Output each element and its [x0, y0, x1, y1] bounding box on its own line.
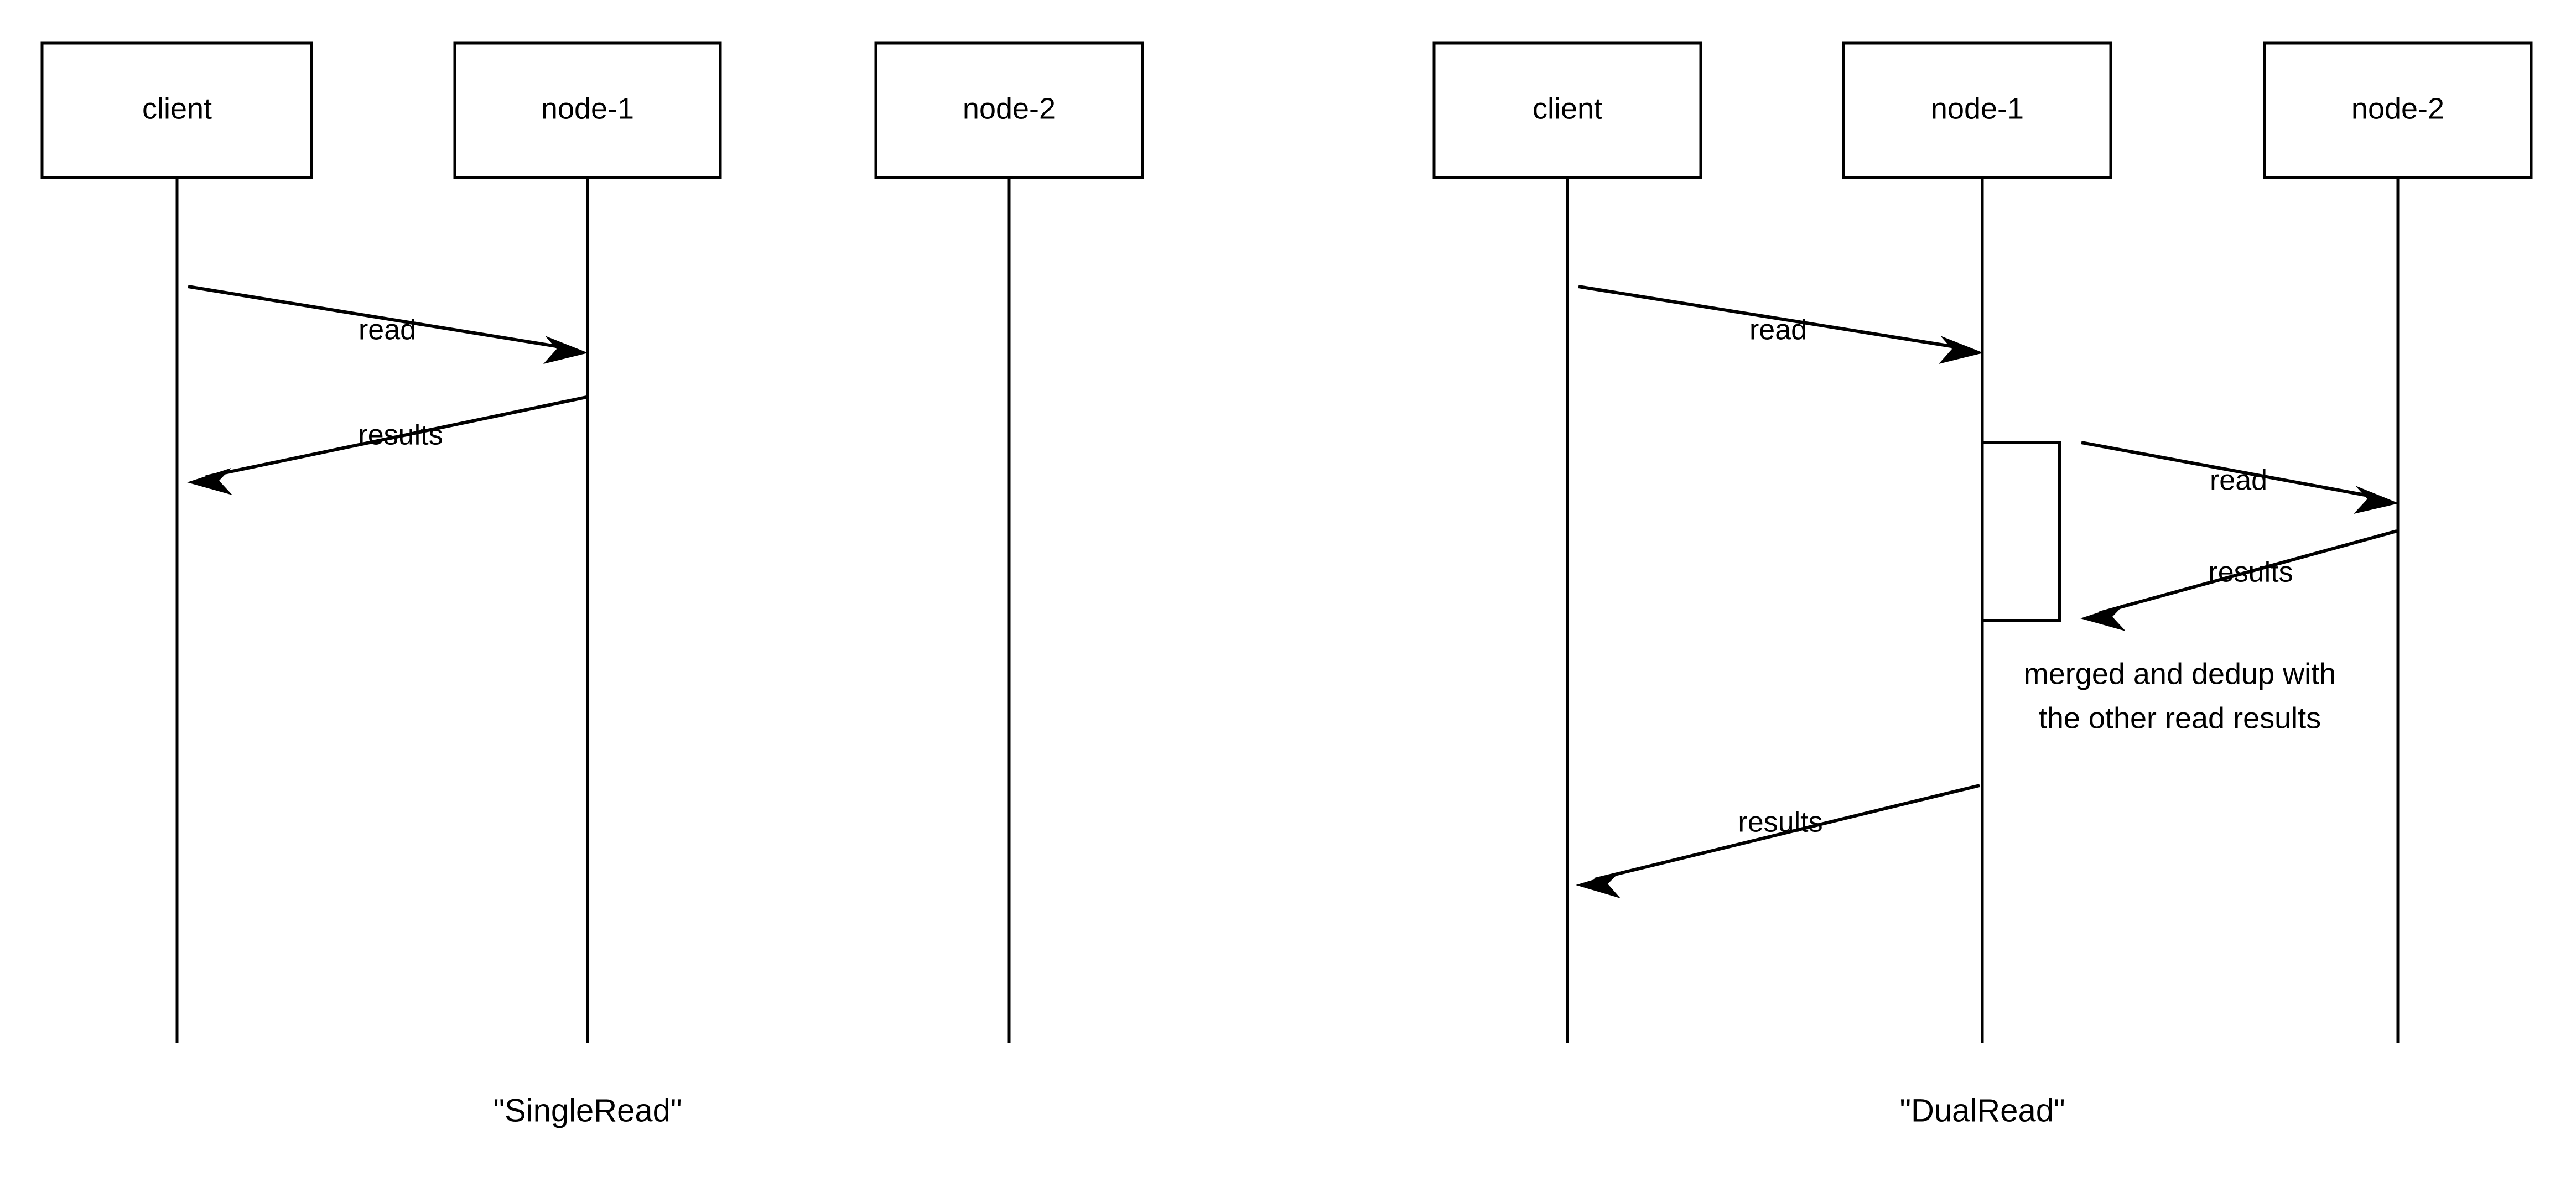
participant-node-2-left[interactable]: node-2: [874, 41, 1144, 179]
participant-label-client: client: [1533, 92, 1602, 125]
arrow-head-icon: [187, 468, 232, 495]
message-results-node-2-to-node-1[interactable]: results: [2080, 529, 2397, 631]
message-read-client-to-node-1[interactable]: read: [1578, 285, 1983, 364]
participant-box-node-1[interactable]: [453, 41, 722, 179]
message-line: [188, 285, 570, 350]
participant-box-node-2[interactable]: [874, 41, 1144, 179]
message-line: [1594, 784, 1980, 881]
message-label-results: results: [2208, 556, 2293, 589]
diagram-dual-read: client node-1 node-2 read: [1432, 41, 2533, 1128]
message-line: [205, 395, 587, 478]
diagram-single-read: client node-1 node-2 read: [40, 41, 1144, 1128]
message-label-results: results: [358, 419, 443, 451]
message-line: [1578, 285, 1966, 350]
message-read-node-1-to-node-2[interactable]: read: [2081, 441, 2399, 514]
message-line: [2099, 529, 2397, 615]
message-label-read: read: [2210, 465, 2267, 497]
note-merged-dedup: merged and dedup with the other read res…: [2024, 657, 2336, 735]
note-line-1: merged and dedup with: [2024, 657, 2336, 690]
note-line-2: the other read results: [2039, 701, 2321, 735]
participant-label-node-2: node-2: [963, 92, 1056, 125]
arrow-head-icon: [1576, 872, 1621, 898]
participant-box-client[interactable]: [1432, 41, 1702, 179]
arrow-head-icon: [2080, 604, 2126, 631]
message-results-node-1-to-client[interactable]: results: [1576, 784, 1980, 898]
arrow-head-icon: [1939, 336, 1983, 364]
message-line: [2081, 441, 2381, 499]
message-label-results: results: [1738, 806, 1822, 839]
message-read-client-to-node-1[interactable]: read: [188, 285, 588, 364]
message-label-read: read: [1749, 314, 1807, 346]
participant-label-node-1: node-1: [1931, 92, 2024, 125]
message-label-read: read: [359, 314, 416, 346]
diagram-caption-dual-read: "DualRead": [1899, 1092, 2065, 1128]
participant-client-right[interactable]: client: [1432, 41, 1702, 179]
participant-box-client[interactable]: [40, 41, 313, 179]
activation-bar-node-1: [1982, 441, 2061, 622]
participant-box-node-1[interactable]: [1842, 41, 2112, 179]
participant-client-left[interactable]: client: [40, 41, 313, 179]
participant-node-2-right[interactable]: node-2: [2263, 41, 2533, 179]
participant-label-node-2: node-2: [2351, 92, 2444, 125]
participant-label-client: client: [142, 92, 212, 125]
participant-label-node-1: node-1: [541, 92, 634, 125]
participant-node-1-right[interactable]: node-1: [1842, 41, 2112, 179]
diagram-caption-single-read: "SingleRead": [493, 1092, 682, 1128]
participant-node-1-left[interactable]: node-1: [453, 41, 722, 179]
arrow-head-icon: [543, 336, 588, 364]
message-results-node-1-to-client[interactable]: results: [187, 395, 587, 495]
arrow-head-icon: [2354, 486, 2399, 514]
participant-box-node-2[interactable]: [2263, 41, 2533, 179]
